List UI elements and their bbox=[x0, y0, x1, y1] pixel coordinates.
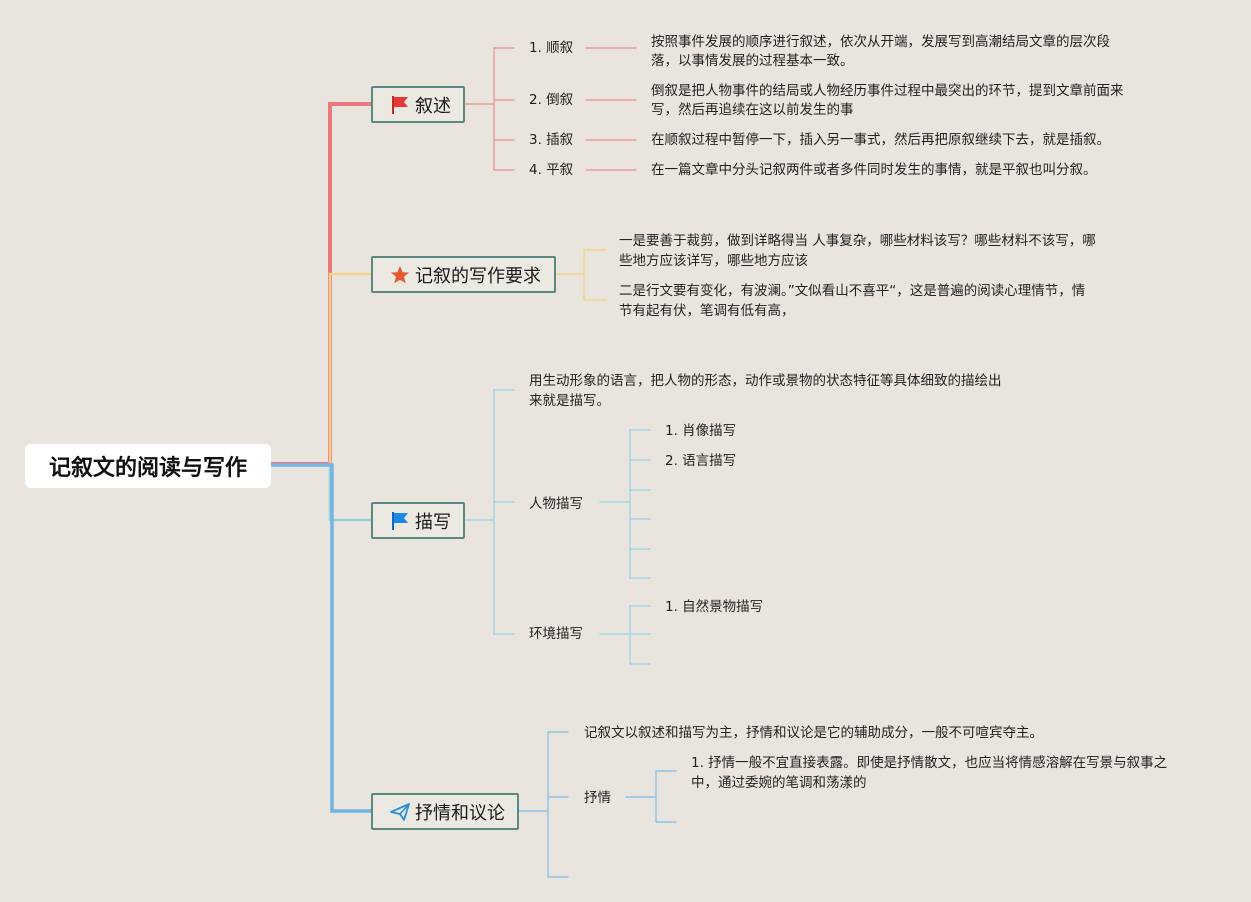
item-description: 倒叙是把人物事件的结局或人物经历事件过程中最突出的环节，提到文章前面来 bbox=[651, 83, 1124, 99]
branch-writing-requirements[interactable]: 记叙的写作要求 bbox=[371, 256, 556, 293]
list-item[interactable]: 1. 肖像描写 bbox=[665, 423, 737, 439]
lyric-item: 1. 抒情一般不宜直接表露。即使是抒情散文，也应当将情感溶解在写景与叙事之 bbox=[691, 755, 1168, 771]
branch-label: 描写 bbox=[415, 511, 451, 533]
item-label[interactable]: 2. 倒叙 bbox=[529, 92, 574, 108]
lyric-intro: 记叙文以叙述和描写为主，抒情和议论是它的辅助成分，一般不可喧宾夺主。 bbox=[584, 725, 1043, 741]
item-description: 在顺叙过程中暂停一下，插入另一事式，然后再把原叙继续下去，就是插叙。 bbox=[651, 132, 1110, 148]
requirement-text: 一是要善于裁剪，做到详略得当 人事复杂，哪些材料该写？哪些材料不该写，哪 bbox=[619, 233, 1096, 249]
item-description: 落，以事情发展的过程基本一致。 bbox=[651, 53, 854, 69]
item-label[interactable]: 3. 插叙 bbox=[529, 132, 574, 148]
item-label[interactable]: 4. 平叙 bbox=[529, 162, 574, 178]
red-flag-icon bbox=[389, 94, 411, 116]
lyric-item: 中，通过委婉的笔调和荡漾的 bbox=[691, 775, 867, 791]
root-topic[interactable]: 记叙文的阅读与写作 bbox=[25, 444, 271, 488]
description-intro: 来就是描写。 bbox=[529, 393, 610, 409]
orange-star-icon bbox=[389, 264, 411, 286]
root-title: 记叙文的阅读与写作 bbox=[48, 456, 247, 481]
requirement-text: 些地方应该详写，哪些地方应该 bbox=[619, 253, 808, 269]
branch-narration[interactable]: 叙述 bbox=[371, 86, 465, 123]
item-description: 写，然后再追续在这以前发生的事 bbox=[651, 102, 854, 118]
item-label[interactable]: 1. 顺叙 bbox=[529, 40, 574, 56]
item-description: 按照事件发展的顺序进行叙述，依次从开端，发展写到高潮结局文章的层次段 bbox=[651, 34, 1110, 50]
list-item[interactable]: 2. 语言描写 bbox=[665, 453, 737, 469]
blue-flag-icon bbox=[389, 510, 411, 532]
list-item[interactable]: 1. 自然景物描写 bbox=[665, 599, 764, 615]
branch-description[interactable]: 描写 bbox=[371, 502, 465, 539]
lyric-node[interactable]: 抒情 bbox=[584, 790, 611, 806]
branch-label: 记叙的写作要求 bbox=[415, 265, 541, 287]
requirement-text: 节有起有伏，笔调有低有高， bbox=[619, 303, 795, 319]
paper-plane-icon bbox=[389, 801, 411, 823]
description-intro: 用生动形象的语言，把人物的形态，动作或景物的状态特征等具体细致的描绘出 bbox=[529, 373, 1002, 389]
environment-description-node[interactable]: 环境描写 bbox=[529, 626, 583, 642]
item-description: 在一篇文章中分头记叙两件或者多件同时发生的事情，就是平叙也叫分叙。 bbox=[651, 162, 1097, 178]
branch-label: 抒情和议论 bbox=[415, 802, 505, 824]
branch-lyric-argument[interactable]: 抒情和议论 bbox=[371, 793, 519, 830]
branch-label: 叙述 bbox=[415, 95, 451, 117]
requirement-text: 二是行文要有变化，有波澜。”文似看山不喜平“，这是普遍的阅读心理情节，情 bbox=[619, 283, 1086, 299]
person-description-node[interactable]: 人物描写 bbox=[529, 496, 583, 512]
